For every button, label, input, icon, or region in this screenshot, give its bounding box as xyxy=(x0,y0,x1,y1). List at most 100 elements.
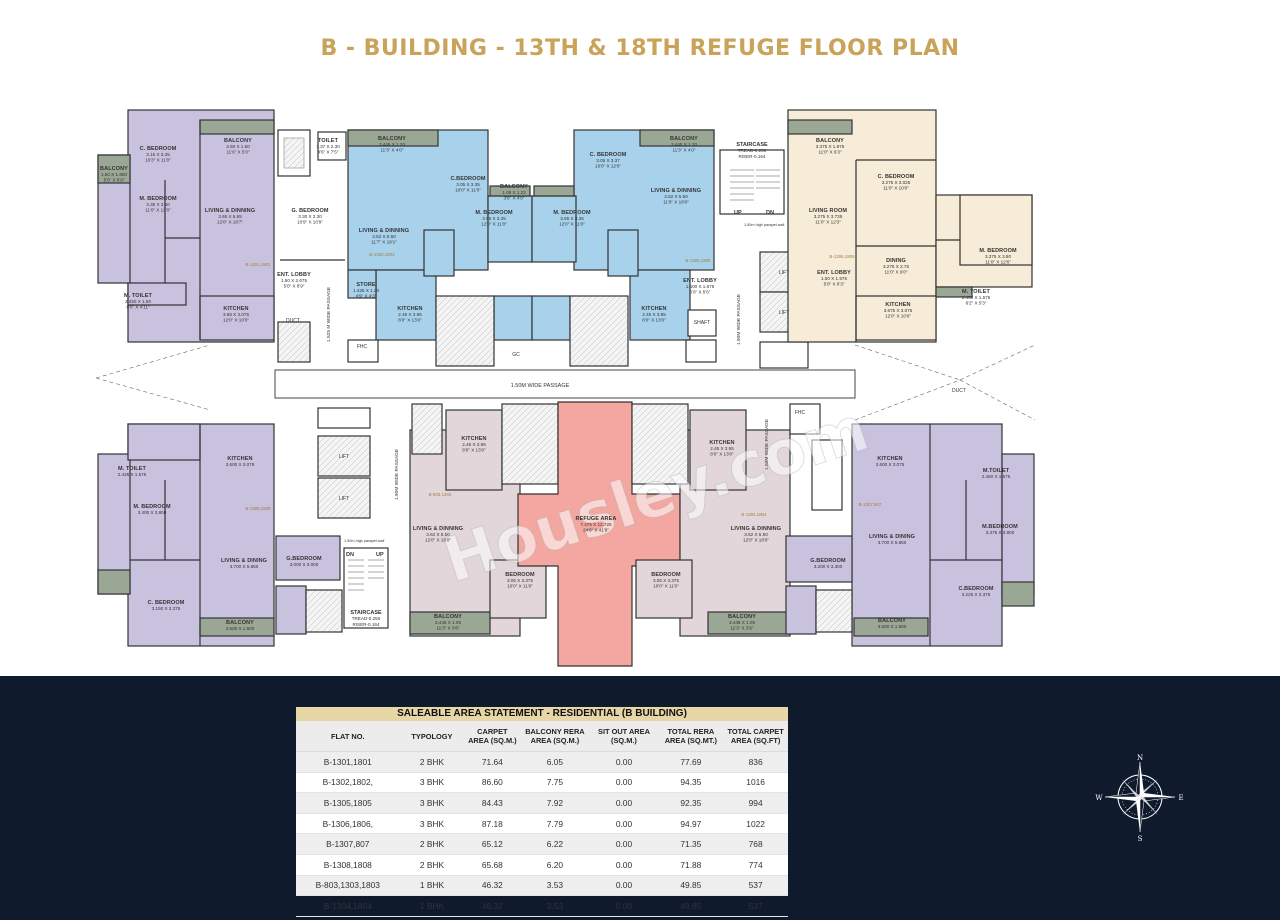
room-dimension: 3.500 X 1.500 xyxy=(226,626,255,631)
room-dimension: 1.37 X 2.30 xyxy=(316,144,340,149)
room-name: G.BEDROOM xyxy=(286,556,322,562)
area-statement-title: SALEABLE AREA STATEMENT - RESIDENTIAL (B… xyxy=(296,707,788,721)
room-dimension: 3.65 X 5.65 xyxy=(218,214,242,219)
room-dimension: 3.700 X 5.650 xyxy=(878,540,907,545)
room-dimension: 11'6" X 18'0" xyxy=(663,200,689,205)
room-dimension: 11'7" X 18'1" xyxy=(371,240,397,245)
room-name: C. BEDROOM xyxy=(148,600,185,606)
compass-east: E xyxy=(1178,794,1183,802)
dn-label-bottom: DN xyxy=(346,552,354,558)
table-cell: 71.64 xyxy=(464,751,521,773)
room-dimension: 3.675 X 3.075 xyxy=(884,308,913,313)
room-name: KITCHEN xyxy=(885,302,910,308)
room-dimension: 3.150 X 3.375 xyxy=(152,606,181,611)
room-dimension: 1.50 X 1.975 xyxy=(821,276,847,281)
room-dimension: 12'0" X 18'0" xyxy=(743,538,769,543)
table-cell: 6.05 xyxy=(520,751,590,773)
room-dimension: 10'0" X 11'0" xyxy=(653,584,679,589)
table-cell: B-1305,1805 xyxy=(296,792,400,814)
room-dimension: 2.450 X 1.50 xyxy=(125,299,151,304)
room-dimension: 11'0" X 12'0" xyxy=(145,208,171,213)
room-dimension: 3.62 X 5.50 xyxy=(744,532,768,537)
flat-tag-b1302: B-1302,1802 xyxy=(369,252,395,257)
table-cell: 1016 xyxy=(723,772,788,794)
table-cell: 92.35 xyxy=(658,792,724,814)
table-cell: 1 BHK xyxy=(399,895,465,917)
room-dimension: 3.225 X 3.375 xyxy=(962,592,991,597)
room-dimension: 5'0" X 8'9" xyxy=(284,284,305,289)
room-dimension: 3.600 X 3.075 xyxy=(876,462,905,467)
col-header: TYPOLOGY xyxy=(399,721,465,752)
table-cell: 768 xyxy=(723,833,788,855)
room-name: KITCHEN xyxy=(227,456,252,462)
table-cell: 3.53 xyxy=(520,875,590,897)
staircase-top-tread: TREAD-0.250 xyxy=(738,148,767,153)
table-cell: 0.00 xyxy=(589,792,659,814)
room-name: G.BEDROOM xyxy=(810,558,846,564)
table-cell: 65.12 xyxy=(464,833,521,855)
table-cell: 0.00 xyxy=(589,813,659,835)
room-name: C. BEDROOM xyxy=(140,146,177,152)
up-label-top: UP xyxy=(734,210,742,216)
staircase-bottom-riser: RISER-0.164 xyxy=(352,622,380,627)
room-dimension: 3.000 X 3.000 xyxy=(290,562,319,567)
room-dimension: 3.275 X 3.735 xyxy=(814,214,843,219)
room-dimension: 3.275 X 2.75 xyxy=(883,264,909,269)
col-header: TOTAL RERA AREA (SQ.MT.) xyxy=(658,721,724,752)
room-dimension: 1.425 X 1.30 xyxy=(353,288,379,293)
table-cell: 49.85 xyxy=(658,895,724,917)
table-cell: 1022 xyxy=(723,813,788,835)
table-cell: B-1301,1801 xyxy=(296,751,400,773)
staircase-top-label: STAIRCASE xyxy=(736,142,768,148)
table-cell: 537 xyxy=(723,875,788,897)
table-cell: 71.35 xyxy=(658,833,724,855)
room-dimension: 3.05 X 3.375 xyxy=(653,578,679,583)
lift-label-4: LIFT xyxy=(339,496,349,502)
staircase-bottom-tread: TREAD-0.250 xyxy=(352,616,381,621)
table-cell: 0.00 xyxy=(589,875,659,897)
room-name: C. BEDROOM xyxy=(878,174,915,180)
table-cell: 836 xyxy=(723,751,788,773)
table-cell: 537 xyxy=(723,895,788,917)
room-dimension: 11'0" X 12'6" xyxy=(985,260,1011,265)
table-cell: 94.35 xyxy=(658,772,724,794)
room-name: ENT. LOBBY xyxy=(817,270,851,276)
table-cell: 6.22 xyxy=(520,833,590,855)
room-dimension: 2.450 X 1.575 xyxy=(962,295,991,300)
col-header: TOTAL CARPET AREA (SQ.FT) xyxy=(723,721,788,752)
room-dimension: 8'0" X 13'0" xyxy=(398,318,422,323)
room-name: BALCONY xyxy=(226,620,254,626)
room-name: M. TOILET xyxy=(962,289,991,295)
col-header: FLAT NO. xyxy=(296,721,400,752)
room-name: BEDROOM xyxy=(651,572,681,578)
room-name: M. BEDROOM xyxy=(979,248,1017,254)
table-cell: 46.32 xyxy=(464,875,521,897)
table-cell: 994 xyxy=(723,792,788,814)
table-cell: 7.79 xyxy=(520,813,590,835)
room-name: LIVING & DINNING xyxy=(731,526,781,532)
room-name: DINING xyxy=(886,258,906,264)
room-name: LIVING & DINING xyxy=(221,558,267,564)
room-dimension: 11'6" X 5'0" xyxy=(226,150,249,155)
room-name: BALCONY xyxy=(224,138,252,144)
misc-labels: 1.50M WIDE PASSAGE 1.525 M WIDE PASSAGE … xyxy=(245,142,965,627)
parapet-label-bottom: 1.50m high parapet wall xyxy=(344,539,384,543)
